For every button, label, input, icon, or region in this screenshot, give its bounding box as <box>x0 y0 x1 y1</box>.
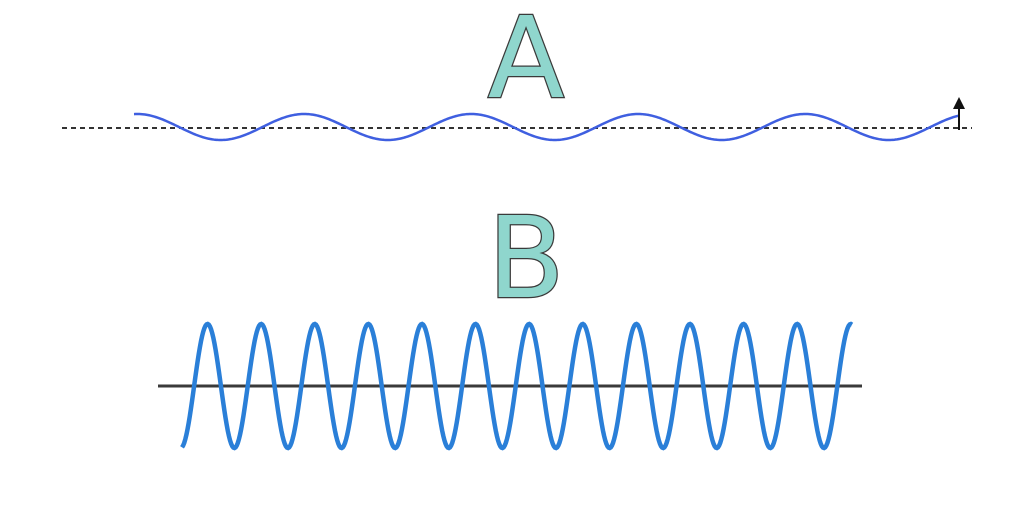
panel-a: A <box>62 0 972 142</box>
panel-a-label: A <box>488 0 565 124</box>
panel-b: B <box>158 193 862 451</box>
panel-b-label: B <box>488 194 565 324</box>
panel-a-wave <box>133 112 960 142</box>
panel-b-wave <box>180 321 854 451</box>
